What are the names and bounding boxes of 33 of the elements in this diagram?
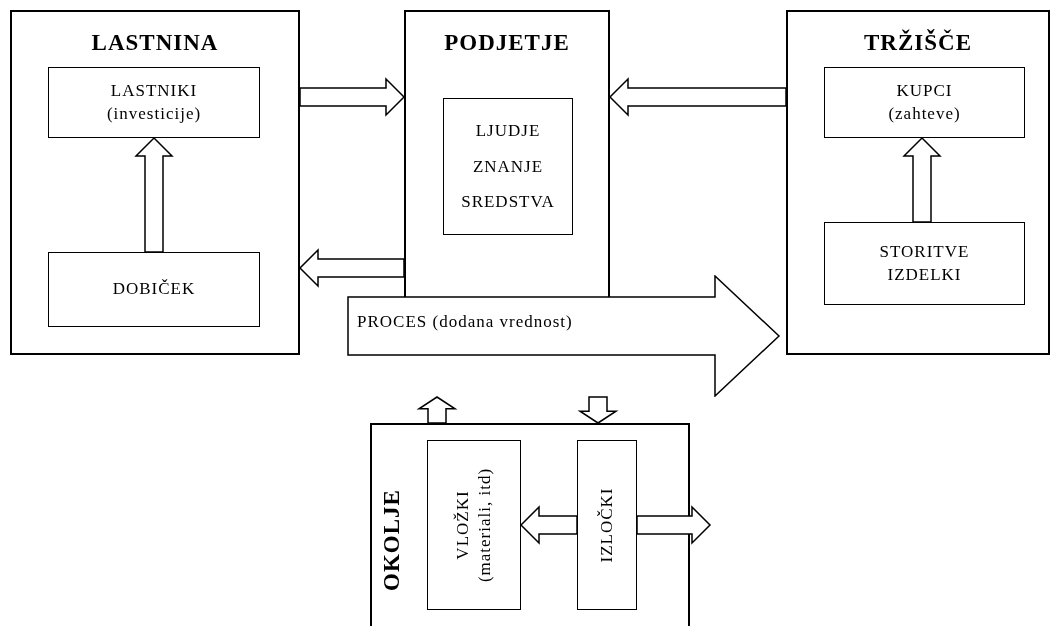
- block-arrow: [299, 77, 406, 117]
- group-title: OKOLJE: [378, 489, 406, 591]
- box-label: LASTNIKI (investicije): [106, 79, 202, 125]
- box-label: STORITVE IZDELKI: [879, 240, 970, 286]
- group-title: TRŽIŠČE: [863, 30, 973, 56]
- process-box: [443, 98, 573, 235]
- block-arrow: [416, 396, 458, 424]
- process-box: [824, 67, 1025, 138]
- block-arrow: [519, 505, 578, 545]
- process-box: [824, 222, 1025, 305]
- box-label: VLOŽKI (materiali, itd): [451, 466, 495, 585]
- block-arrow: [636, 505, 712, 545]
- box-label: DOBIČEK: [112, 278, 196, 301]
- process-box: [427, 440, 521, 610]
- group-title: PODJETJE: [443, 30, 571, 56]
- block-arrow: [902, 136, 942, 223]
- box-label: LJUDJE ZNANJE SREDSTVA: [461, 119, 555, 214]
- block-arrow-shape: [347, 275, 782, 397]
- group-box: [10, 10, 300, 355]
- group-box: [786, 10, 1050, 355]
- block-arrow: [134, 136, 174, 253]
- box-label: IZLOČKI: [595, 487, 617, 563]
- group-box: [404, 10, 610, 297]
- process-box: [577, 440, 637, 610]
- box-label: KUPCI (zahteve): [888, 79, 961, 125]
- arrow-label: PROCES (dodana vrednost): [357, 312, 573, 332]
- block-arrow: [577, 396, 619, 424]
- group-title: LASTNINA: [90, 30, 220, 56]
- process-box: [48, 252, 260, 327]
- block-arrow: [298, 248, 405, 288]
- block-arrow: [608, 77, 787, 117]
- process-box: [48, 67, 260, 138]
- group-box: [370, 423, 690, 626]
